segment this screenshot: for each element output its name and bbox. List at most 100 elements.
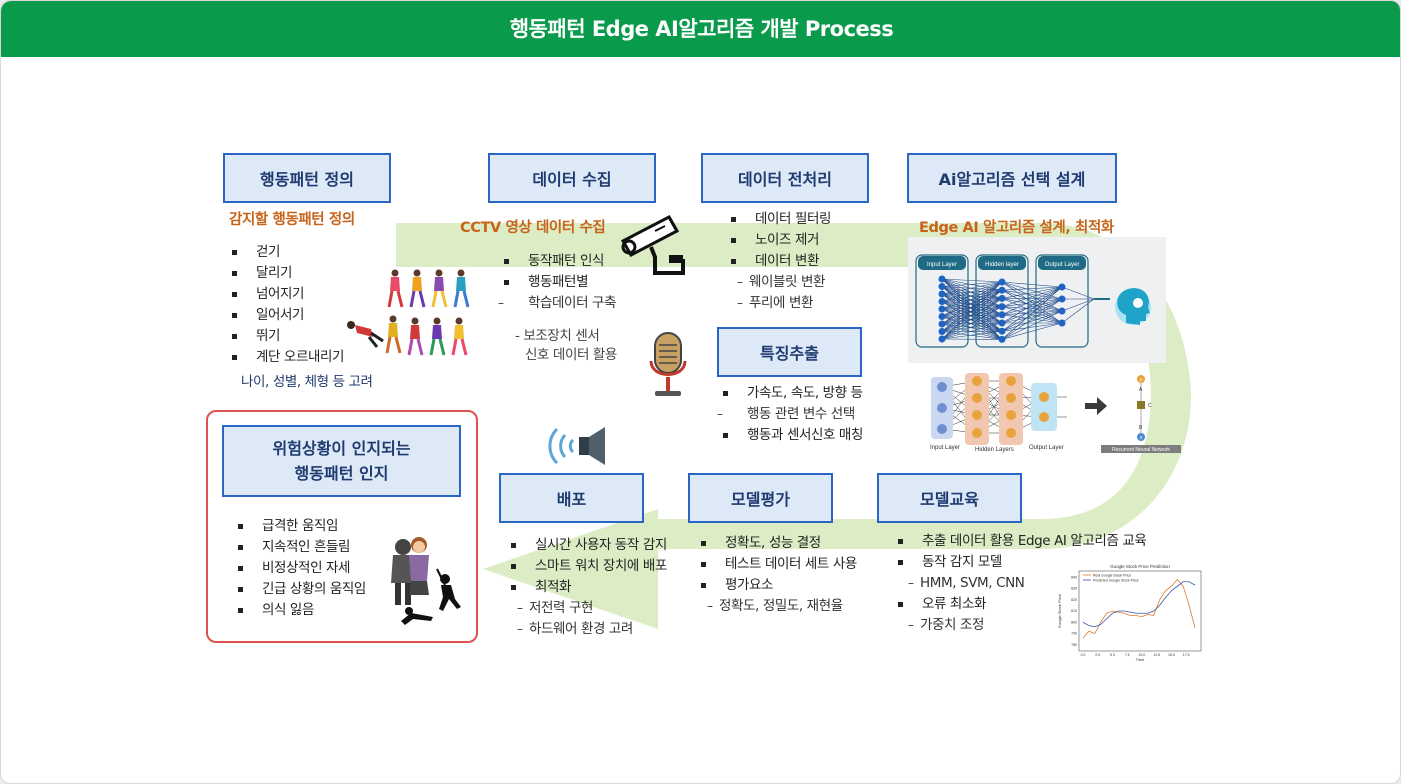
list-item: 급격한 움직임 (232, 516, 366, 537)
person-body (390, 277, 400, 291)
person-legs (431, 290, 448, 308)
nn2-input-node (937, 382, 947, 392)
chart-ylabel: Google Stock Price (1057, 593, 1062, 628)
chart-xtick-label: 10.0 (1139, 653, 1146, 657)
nn1-node (938, 328, 946, 335)
nn1-connection (941, 316, 1003, 324)
nn-diagram-2: Input Layer Hidden Layers Output Layer y… (930, 373, 1181, 453)
person-head (457, 269, 465, 277)
cctv-camera-icon (620, 215, 685, 275)
nn1-connection (1001, 281, 1063, 300)
nn1-connection (1001, 310, 1063, 340)
nn2-hidden-label: Hidden Layers (975, 447, 1014, 453)
nn1-connection (1061, 286, 1095, 300)
list-item: 데이터 필터링 (725, 209, 831, 230)
nn1-node (1058, 319, 1066, 327)
nn1-connection (941, 293, 1003, 316)
sub-item: 저전력 구현 (517, 598, 667, 619)
nn1-connection (941, 293, 1003, 340)
nn1-connection (941, 289, 1003, 302)
nn1-connection (941, 286, 1003, 307)
preprocess-list: 데이터 필터링 노이즈 제거 데이터 변환 웨이블릿 변환 푸리에 변환 (725, 209, 831, 314)
nn1-connection (941, 298, 1003, 317)
list-item: 걷기 (226, 242, 344, 263)
nn1-node (998, 311, 1006, 319)
box-evaluate: 모델평가 (688, 473, 833, 523)
nn1-node (1058, 307, 1066, 315)
nn1-connection (941, 281, 1003, 325)
chart-ytick-label: 800 (1071, 620, 1077, 624)
danger-panel (206, 410, 478, 643)
sub-item: 가중치 조정 (908, 615, 1146, 636)
nn1-connection (941, 286, 1003, 332)
chart-xtick-label: 15.0 (1168, 653, 1175, 657)
nn1-connection (941, 278, 1003, 324)
microphone-icon (649, 332, 687, 396)
box-train: 모델교육 (877, 473, 1022, 523)
nn1-node (938, 305, 946, 313)
nn1-connection (941, 314, 1003, 340)
deploy-list: 실시간 사용자 동작 감지 스마트 워치 장치에 배포 최적화 저전력 구현 하… (505, 535, 667, 640)
person-body (388, 323, 398, 337)
nn2-hidden-node (972, 376, 982, 386)
nn1-connection (1001, 289, 1063, 300)
box-algorithm: Ai알고리즘 선택 설계 (907, 153, 1117, 203)
nn1-connection (1001, 298, 1063, 340)
nn1-connection (1001, 310, 1063, 324)
nn1-connection (1001, 298, 1063, 307)
person-head (435, 269, 443, 277)
nn1-connection (941, 281, 1003, 340)
nn1-connection (941, 298, 1003, 310)
legend-predicted: Predicted Google Stock Price (1093, 579, 1139, 583)
nn1-connection (1001, 298, 1063, 332)
list-item: 넘어지기 (226, 284, 344, 305)
nn1-connection (941, 301, 1003, 340)
nn1-connection (1001, 286, 1063, 307)
danger-title-line1: 위험상황이 인지되는 (272, 439, 411, 458)
danger-people-illustration (391, 537, 461, 625)
list-item: 평가요소 (695, 575, 857, 596)
list-item: 스마트 워치 장치에 배포 (505, 556, 667, 577)
nn1-connection (941, 322, 1003, 332)
box-collect: 데이터 수집 (488, 153, 656, 203)
nn2-hidden-node (972, 410, 982, 420)
nn1-connection (1001, 286, 1063, 324)
lightbulb-icon (1133, 298, 1143, 308)
define-subtitle: 감지할 행동패턴 정의 (229, 212, 355, 228)
chart-ytick-label: 820 (1071, 598, 1077, 602)
nn1-connection (941, 301, 1003, 307)
collect-note-1: - 보조장치 센서 (515, 328, 600, 344)
nn1-connection (941, 278, 1003, 307)
nn1-node (938, 313, 946, 320)
danger-list: 급격한 움직임 지속적인 흔들림 비정상적인 자세 긴급 상황의 움직임 의식 … (232, 516, 366, 621)
chart-series-line (1082, 578, 1196, 639)
list-item: 일어서기 (226, 305, 344, 326)
nn1-connection (941, 289, 1003, 340)
person-body (412, 277, 422, 291)
nn2-input-node (937, 403, 947, 413)
nn1-connection (941, 298, 1003, 302)
person-body (456, 277, 466, 291)
nn1-connection (941, 286, 1003, 299)
list-item: 동작 감지 모델 (892, 552, 1146, 573)
feature-list: 가속도, 속도, 방향 등 행동 관련 변수 선택 행동과 센서신호 매칭 (717, 383, 863, 446)
box-preprocess: 데이터 전처리 (701, 153, 869, 203)
person-head (455, 317, 463, 325)
nn1-node (998, 278, 1006, 286)
page-title: 행동패턴 Edge AI알고리즘 개발 Process (1, 1, 1400, 57)
list-item: 테스트 데이터 세트 사용 (695, 554, 857, 575)
train-list: 추출 데이터 활용 Edge AI 알고리즘 교육 동작 감지 모델 HMM, … (892, 531, 1147, 636)
nn1-node (998, 319, 1006, 327)
nn1-connection (941, 323, 1003, 340)
nn1-node (998, 335, 1006, 343)
nn1-connection (941, 322, 1003, 325)
nn2-hidden-node (972, 393, 982, 403)
list-item: 뛰기 (226, 326, 344, 347)
nn2-hidden-node (1006, 428, 1016, 438)
rnn-node-b: B (1139, 425, 1143, 431)
nn1-connection (1001, 286, 1063, 316)
nn1-connection (1001, 281, 1063, 288)
list-item: 의식 잃음 (232, 600, 366, 621)
